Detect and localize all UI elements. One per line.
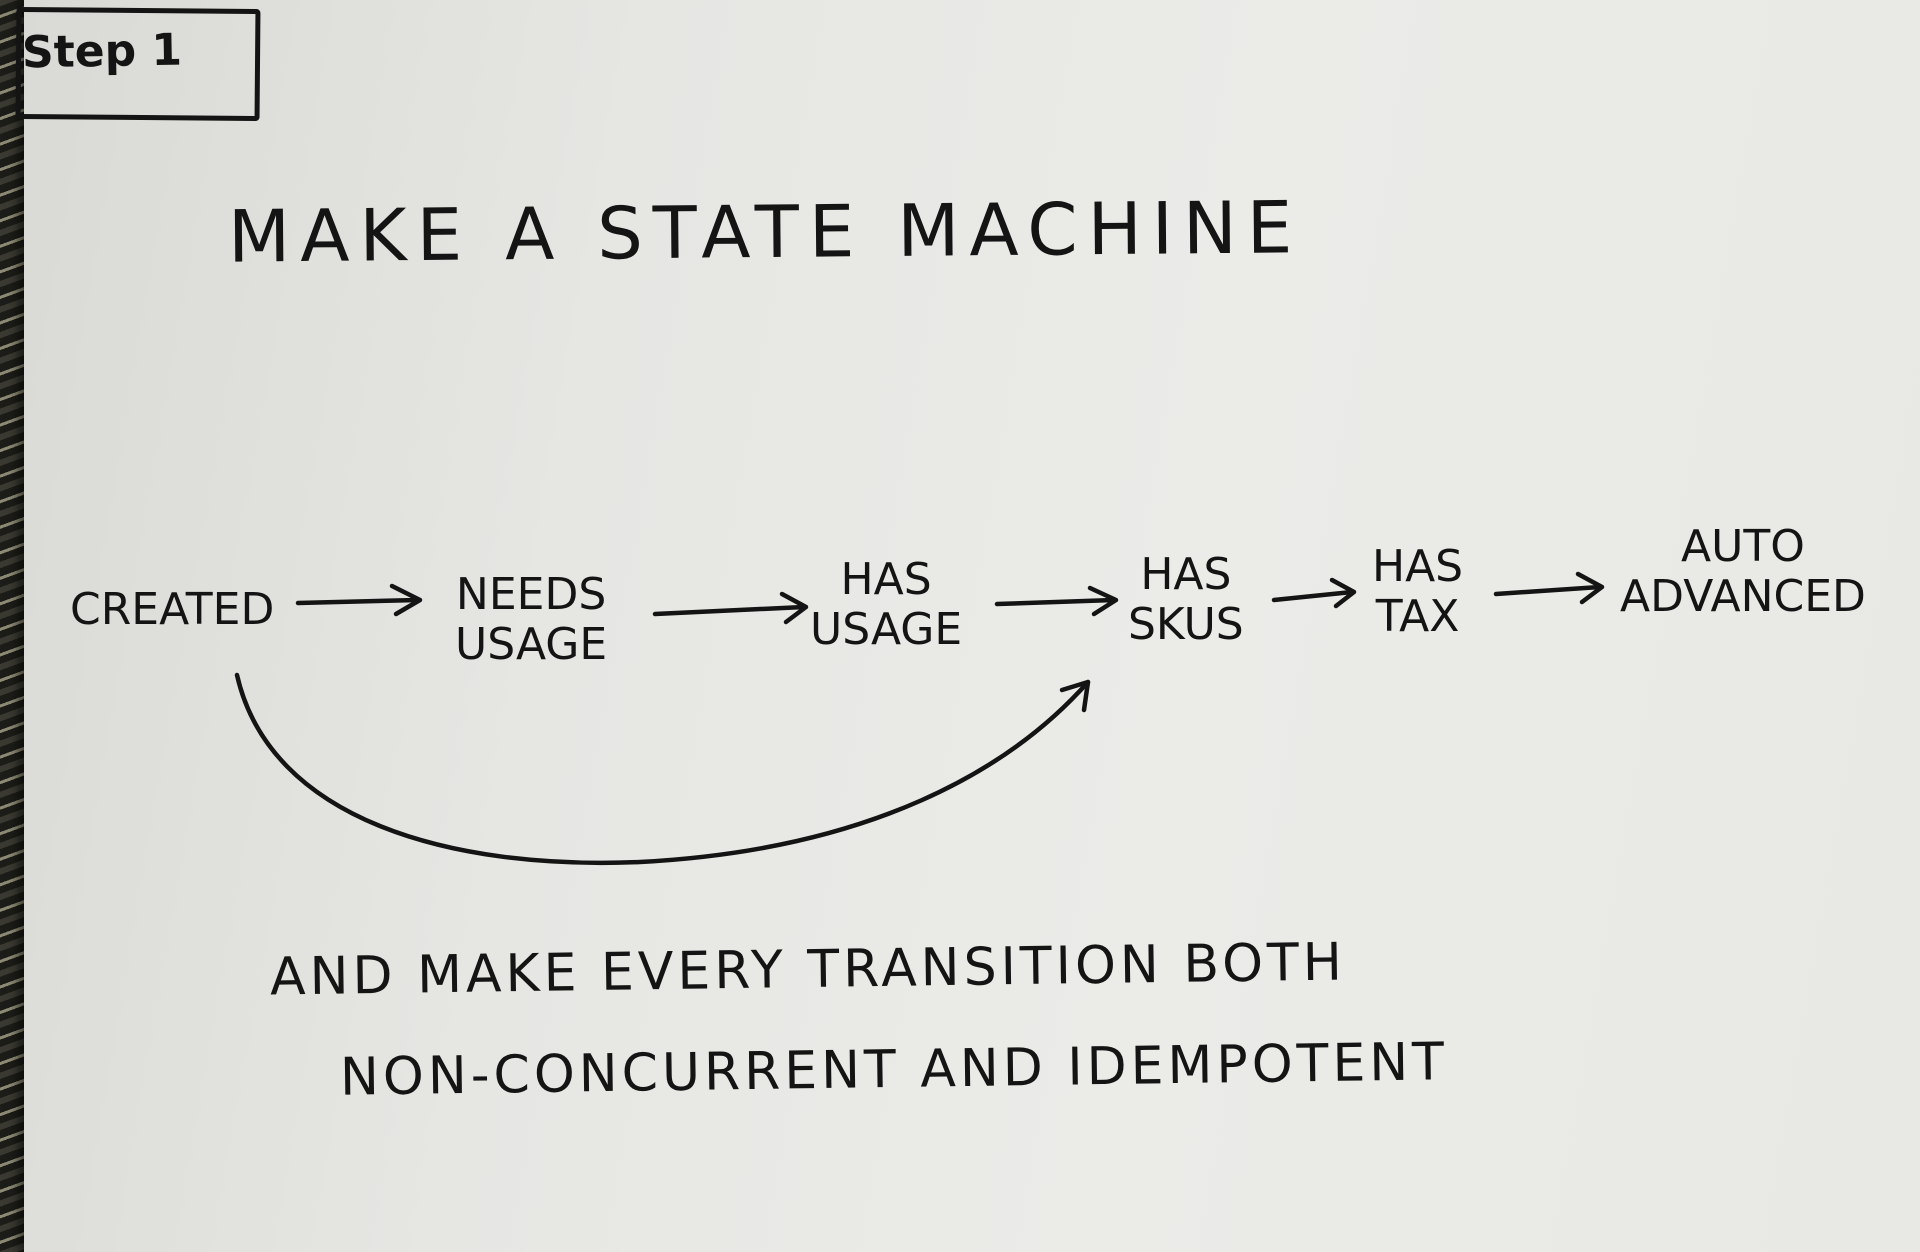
arrow-has-skus-to-has-tax bbox=[1271, 577, 1357, 609]
arrow-has-usage-to-has-skus bbox=[994, 585, 1119, 617]
state-created-line-1: Created bbox=[70, 584, 275, 635]
state-needs-usage: Needs Usage bbox=[455, 570, 607, 670]
state-has-skus: Has Skus bbox=[1128, 550, 1244, 650]
state-created: Created bbox=[70, 585, 274, 635]
state-has-tax-line-1: Has bbox=[1372, 541, 1464, 592]
arrow-has-tax-to-auto-advanced bbox=[1493, 571, 1605, 605]
state-has-skus-line-1: Has bbox=[1140, 549, 1232, 600]
state-has-usage-line-1: Has bbox=[840, 554, 932, 605]
state-has-skus-line-2: Skus bbox=[1128, 599, 1244, 650]
state-needs-usage-line-1: Needs bbox=[455, 569, 607, 620]
paper-sheet bbox=[24, 0, 1920, 1252]
state-auto-advanced-line-1: Auto bbox=[1681, 521, 1805, 572]
state-auto-advanced-line-2: Advanced bbox=[1620, 571, 1866, 622]
state-has-usage-line-2: Usage bbox=[810, 604, 963, 655]
state-auto-advanced: Auto Advanced bbox=[1620, 522, 1866, 622]
arrow-created-to-has-skus bbox=[234, 672, 1091, 865]
state-has-usage: Has Usage bbox=[810, 555, 962, 655]
arrow-created-to-needs-usage bbox=[295, 583, 423, 617]
arrow-needs-usage-to-has-usage bbox=[652, 591, 809, 625]
state-needs-usage-line-2: Usage bbox=[455, 619, 608, 670]
state-has-tax-line-2: Tax bbox=[1375, 591, 1460, 642]
state-has-tax: Has Tax bbox=[1372, 542, 1463, 642]
